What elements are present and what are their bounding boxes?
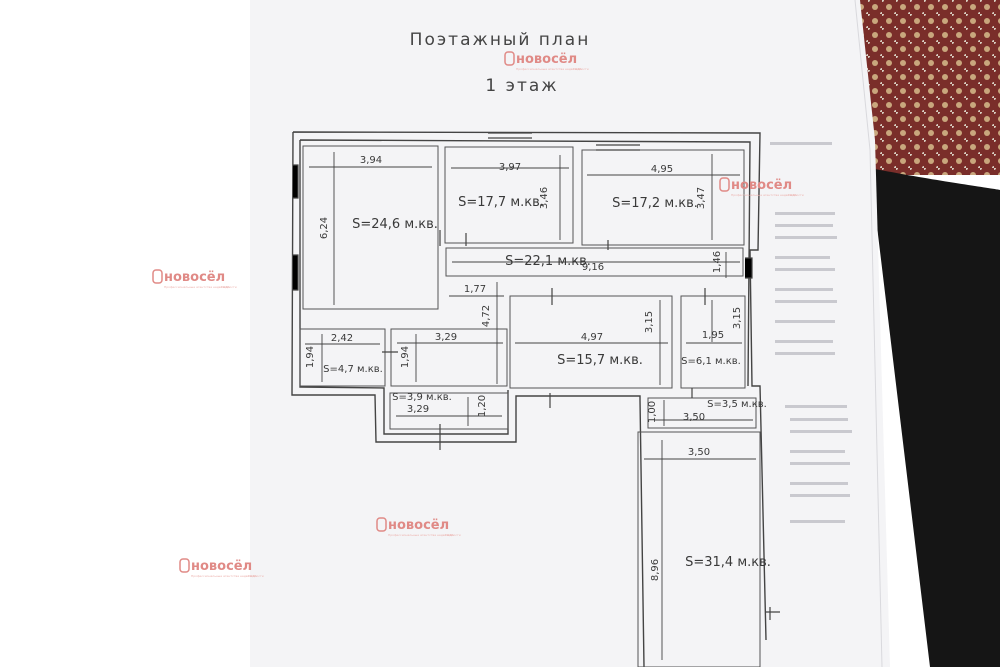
watermark-3: новосёл Профессиональные агентства недви… xyxy=(152,269,237,289)
watermark-badge: ГОДА xyxy=(788,193,798,197)
watermark-badge: ГОДА xyxy=(221,285,231,289)
dim-room6-width: 1,95 xyxy=(702,330,724,341)
dim-room8-height: 1,94 xyxy=(400,346,411,368)
watermark-badge: ГОДА xyxy=(445,533,455,537)
dim-room11-width: 3,50 xyxy=(688,447,710,458)
left-margin xyxy=(0,0,250,667)
dim-corridor-extra-width: 1,77 xyxy=(464,284,486,295)
watermark-brand: новосёл xyxy=(164,270,225,285)
area-room-1: S=24,6 м.кв. xyxy=(352,217,438,232)
dim-room6-height: 3,15 xyxy=(732,307,743,329)
dimension-lines xyxy=(305,152,756,660)
watermark-brand: новосёл xyxy=(191,559,252,574)
underlying-page-text xyxy=(770,142,852,523)
watermark-4: новосёл Профессиональные агентства недви… xyxy=(376,517,461,537)
dim-room7-width: 2,42 xyxy=(331,333,353,344)
paper-edge xyxy=(854,0,883,667)
dim-corridor-extra-height: 4,72 xyxy=(481,305,492,327)
area-room-9: S=3,9 м.кв. xyxy=(392,392,452,403)
floor-label: 1 этаж xyxy=(485,76,558,96)
dim-room10-height: 1,00 xyxy=(647,401,658,423)
dim-room1-width: 3,94 xyxy=(360,155,382,166)
watermark-tagline: Профессиональные агентства недвижимости xyxy=(388,533,461,537)
watermark-badge: ГОДА xyxy=(248,574,258,578)
area-room-3: S=17,2 м.кв. xyxy=(612,196,698,211)
watermark-tagline: Профессиональные агентства недвижимости xyxy=(164,285,237,289)
dim-room8-width: 3,29 xyxy=(435,332,457,343)
area-room-7: S=4,7 м.кв. xyxy=(323,364,383,375)
room-outlines xyxy=(299,145,761,667)
watermark-brand: новосёл xyxy=(731,178,792,193)
watermark-5: новосёл Профессиональные агентства недви… xyxy=(179,558,264,578)
dim-room5-height: 3,15 xyxy=(644,311,655,333)
dark-chair xyxy=(870,168,1000,667)
area-room-11: S=31,4 м.кв. xyxy=(685,555,771,570)
dim-room7-height: 1,94 xyxy=(305,346,316,368)
dim-room3-width: 4,95 xyxy=(651,164,673,175)
dim-room10-width: 3,50 xyxy=(683,412,705,423)
dim-room2-height: 3,46 xyxy=(539,187,550,209)
window-marks xyxy=(293,132,780,620)
watermark-tagline: Профессиональные агентства недвижимости xyxy=(731,193,804,197)
dim-corridor-height: 1,46 xyxy=(712,251,723,273)
dim-room2-width: 3,97 xyxy=(499,162,521,173)
dim-room9-width: 3,29 xyxy=(407,404,429,415)
area-room-10: S=3,5 м.кв. xyxy=(707,399,767,410)
watermark-tagline: Профессиональные агентства недвижимости xyxy=(191,574,264,578)
dim-room5-width: 4,97 xyxy=(581,332,603,343)
dim-room1-height: 6,24 xyxy=(319,217,330,239)
plan-title: Поэтажный план xyxy=(410,30,591,50)
dim-room3-height: 3,47 xyxy=(696,187,707,209)
watermark-badge: ГОДА xyxy=(573,67,583,71)
carpet xyxy=(860,0,1000,175)
watermark-tagline: Профессиональные агентства недвижимости xyxy=(516,67,589,71)
dim-room9-height: 1,20 xyxy=(477,395,488,417)
area-room-5: S=15,7 м.кв. xyxy=(557,353,643,368)
outer-walls xyxy=(291,131,767,667)
area-corridor: S=22,1 м.кв. xyxy=(505,254,591,269)
area-room-6: S=6,1 м.кв. xyxy=(681,356,741,367)
watermark-2: новосёл Профессиональные агентства недви… xyxy=(719,177,804,197)
dim-corridor-width: 9,16 xyxy=(582,262,604,273)
watermark-brand: новосёл xyxy=(388,518,449,533)
dim-room11-height: 8,96 xyxy=(650,559,661,581)
watermark-1: новосёл Профессиональные агентства недви… xyxy=(504,51,589,71)
area-room-2: S=17,7 м.кв. xyxy=(458,195,544,210)
watermark-brand: новосёл xyxy=(516,52,577,67)
